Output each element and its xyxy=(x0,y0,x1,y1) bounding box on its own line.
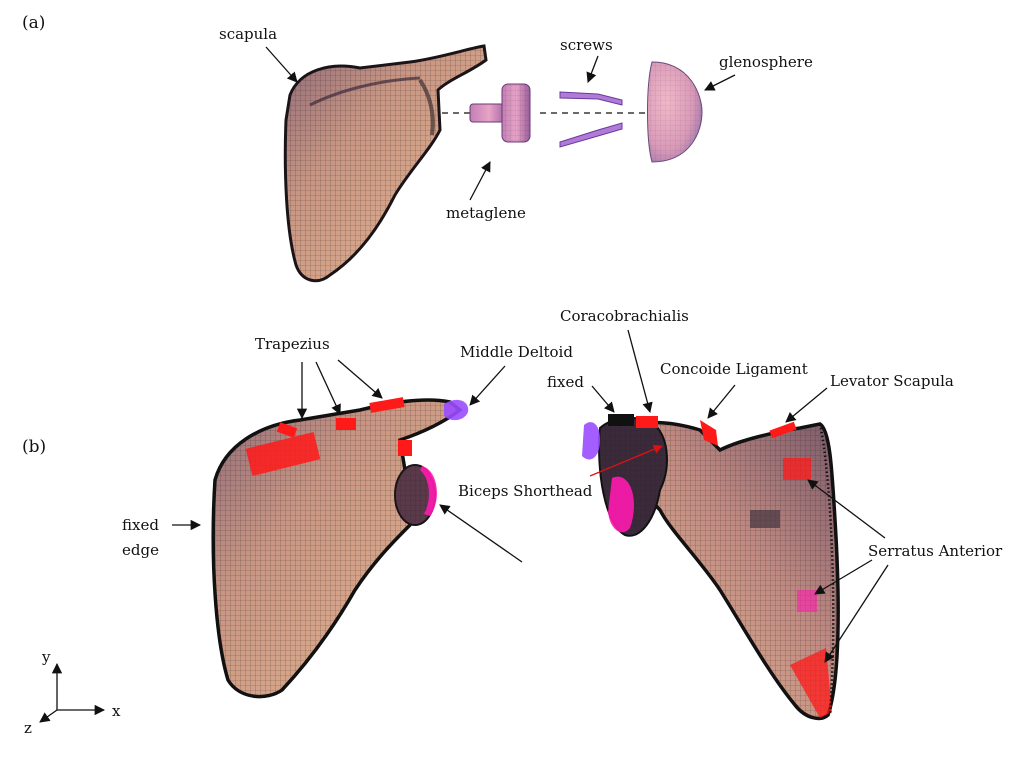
scapula-left-mesh xyxy=(213,400,460,697)
scapula-spine xyxy=(309,76,421,107)
fixed-edge-nodes xyxy=(212,479,230,681)
middle-deltoid-insertion xyxy=(444,399,469,421)
glenoid-rim xyxy=(418,78,435,136)
label-scapula: scapula xyxy=(219,25,277,43)
panel-a: (a) scapula screws xyxy=(22,13,813,283)
scapula-b-left xyxy=(211,397,469,699)
arrow-glenosphere xyxy=(704,74,736,91)
label-fixed-edge-1: fixed xyxy=(122,516,159,534)
axis-y-label: y xyxy=(41,648,51,666)
label-concoide-ligament: Concoide Ligament xyxy=(660,360,808,378)
metaglene-mesh xyxy=(502,84,530,142)
axis-z-arrow xyxy=(39,709,58,723)
arrow-biceps-left xyxy=(439,504,523,563)
scapula-a xyxy=(283,44,488,283)
scapula-mesh xyxy=(285,46,486,281)
arrow-concoide-ligament xyxy=(707,384,736,419)
trapezius-insertion-3 xyxy=(369,397,405,413)
coordinate-axes: y x z xyxy=(24,648,121,737)
label-coracobrachialis: Coracobrachialis xyxy=(560,307,689,325)
biceps-insertion-left xyxy=(420,466,437,516)
glenosphere-implant xyxy=(647,61,703,163)
arrow-serratus-1 xyxy=(807,479,886,539)
axis-x-label: x xyxy=(112,702,121,720)
middle-deltoid-insertion-right xyxy=(582,422,600,460)
arrow-levator-scapula xyxy=(785,387,828,423)
arrow-biceps-shorthead xyxy=(589,444,663,477)
fixed-region xyxy=(608,414,634,426)
metaglene-implant xyxy=(469,83,531,143)
trapezius-insertion-1 xyxy=(245,431,321,477)
concoide-ligament-insertion xyxy=(700,420,718,446)
scapula-right-mesh xyxy=(610,422,839,719)
coracoid-insertion-left xyxy=(398,440,412,456)
biceps-insertion-right xyxy=(608,476,634,533)
arrow-serratus-3 xyxy=(824,564,889,663)
levator-scapula-insertion xyxy=(769,421,797,439)
panel-a-tag: (a) xyxy=(22,13,45,33)
arrow-metaglene xyxy=(469,161,491,201)
label-trapezius: Trapezius xyxy=(255,335,330,353)
arrow-middle-deltoid xyxy=(469,365,506,406)
arrow-trapezius-2 xyxy=(315,361,341,415)
trapezius-insertion-4 xyxy=(276,422,298,438)
label-fixed-edge-2: edge xyxy=(122,541,159,559)
label-glenosphere: glenosphere xyxy=(719,53,813,71)
screws-implant xyxy=(559,91,623,148)
arrow-scapula xyxy=(265,46,298,83)
label-screws: screws xyxy=(560,36,613,54)
label-metaglene: metaglene xyxy=(446,204,526,222)
scapula-b-right xyxy=(582,414,840,721)
label-fixed: fixed xyxy=(547,373,584,391)
arrow-coracobrachialis xyxy=(627,329,653,414)
screw-upper xyxy=(559,91,623,106)
arrow-fixed xyxy=(591,385,615,413)
arrow-serratus-2 xyxy=(814,559,873,595)
screw-lower xyxy=(559,122,623,148)
label-levator-scapula: Levator Scapula xyxy=(830,372,954,390)
serratus-anterior-2 xyxy=(797,590,817,612)
glenoid-left-mesh xyxy=(395,465,435,525)
label-serratus-anterior: Serratus Anterior xyxy=(868,542,1003,560)
serratus-anterior-3 xyxy=(790,648,832,718)
label-biceps-shorthead: Biceps Shorthead xyxy=(458,482,593,500)
panel-b: (b) xyxy=(22,307,1003,737)
right-edge-nodes xyxy=(818,423,835,716)
panel-b-tag: (b) xyxy=(22,437,46,457)
arrow-trapezius-3 xyxy=(337,359,383,399)
label-middle-deltoid: Middle Deltoid xyxy=(460,343,573,361)
axis-z-label: z xyxy=(24,719,32,737)
trapezius-insertion-2 xyxy=(336,418,356,430)
shadow-patch xyxy=(750,510,780,528)
glenosphere-mesh xyxy=(647,62,702,162)
serratus-anterior-1 xyxy=(783,458,811,480)
arrow-screws xyxy=(586,55,599,83)
coracobrachialis-insertion xyxy=(636,416,658,428)
